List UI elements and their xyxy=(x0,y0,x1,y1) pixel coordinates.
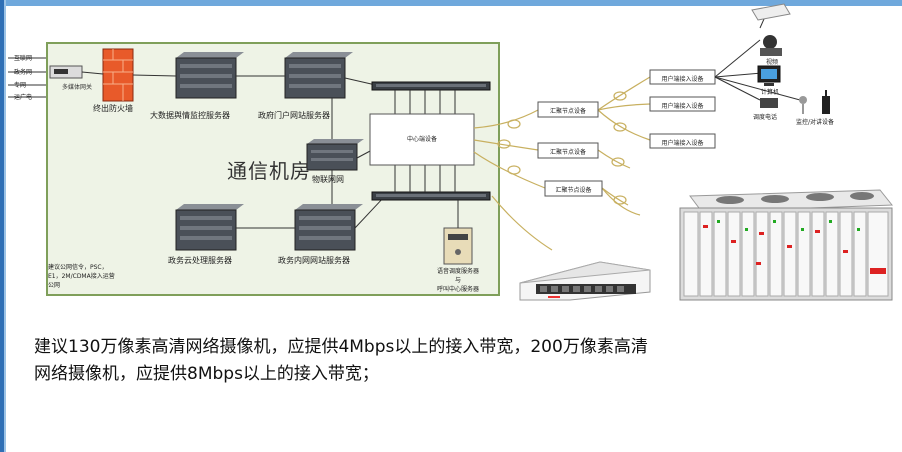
left-accent-bar-light xyxy=(4,0,6,452)
core-device-box xyxy=(369,113,475,166)
cloud-server-label: 政务云处理服务器 xyxy=(168,256,232,265)
dispatch-server-tower xyxy=(443,227,473,265)
aggregator-label-3: 汇聚节点设备 xyxy=(555,187,592,194)
access-label-2: 用户端接入设备 xyxy=(661,103,704,110)
caption-text: 建议130万像素高清网络摄像机，应提供4Mbps以上的接入带宽，200万像素高清… xyxy=(34,334,884,388)
server-bigdata xyxy=(175,52,244,99)
server-portal xyxy=(284,52,353,99)
gateway-device xyxy=(49,65,83,79)
radio-terminal-icon xyxy=(822,90,830,114)
top-switch xyxy=(371,81,491,91)
access-label-3: 用户端接入设备 xyxy=(661,140,704,147)
terminal-label-video: 视频 xyxy=(765,59,778,66)
server-cloud xyxy=(175,204,244,251)
router-device-image xyxy=(519,261,651,301)
firewall-icon xyxy=(102,48,134,102)
portal-server-label: 政府门户网站服务器 xyxy=(258,111,330,120)
mic-terminal-icon xyxy=(799,96,807,114)
gateway-label: 多媒体网关 xyxy=(62,84,93,91)
caption-line-2: 网络摄像机，应提供8Mbps以上的接入带宽； xyxy=(34,364,379,384)
iot-server-label: 物联网网 xyxy=(312,175,344,184)
computer-terminal-icon xyxy=(757,65,781,86)
server-intranet xyxy=(294,204,363,251)
terminal-label-phone: 调度电话 xyxy=(752,114,777,121)
dispatch-server-label: 语音调度服务器 与 呼叫中心服务器 xyxy=(436,268,479,293)
chassis-device-image xyxy=(679,189,894,301)
terminal-label-computer: 计算机 xyxy=(760,89,779,96)
aggregator-label-2: 汇聚节点设备 xyxy=(549,149,586,156)
input-label-3: 专网 xyxy=(14,82,27,89)
room-note: 建议公网信令，PSC， E1，2M/CDMA接入运营 公网 xyxy=(48,264,115,289)
camera-terminal-icon xyxy=(751,3,791,21)
intranet-server-label: 政务内网网站服务器 xyxy=(278,256,350,265)
access-label-1: 用户端接入设备 xyxy=(661,76,704,83)
input-label-2: 政务网 xyxy=(14,69,33,76)
terminal-label-monitor: 监控/对讲设备 xyxy=(795,119,835,126)
room-title: 通信机房 xyxy=(227,159,311,183)
aggregator-label-1: 汇聚节点设备 xyxy=(549,108,586,115)
core-device-label: 中心端设备 xyxy=(406,136,437,143)
access-box-3 xyxy=(649,133,716,149)
input-label-4: 运广电 xyxy=(14,94,33,101)
aggregator-box-2 xyxy=(537,142,599,159)
phone-terminal-icon xyxy=(760,98,778,108)
bottom-switch xyxy=(371,191,491,201)
left-accent-bar xyxy=(0,0,4,452)
input-label-1: 互联网 xyxy=(14,55,33,62)
bigdata-server-label: 大数据舆情监控服务器 xyxy=(150,111,230,120)
firewall-label: 终出防火墙 xyxy=(93,104,133,113)
aggregator-box-1 xyxy=(537,101,599,118)
aggregator-box-3 xyxy=(544,180,603,197)
access-box-2 xyxy=(649,96,716,112)
top-accent-bar xyxy=(0,0,902,6)
server-iot xyxy=(306,139,364,171)
caption-line-1: 建议130万像素高清网络摄像机，应提供4Mbps以上的接入带宽，200万像素高清 xyxy=(34,337,648,357)
video-terminal-icon xyxy=(760,35,782,56)
